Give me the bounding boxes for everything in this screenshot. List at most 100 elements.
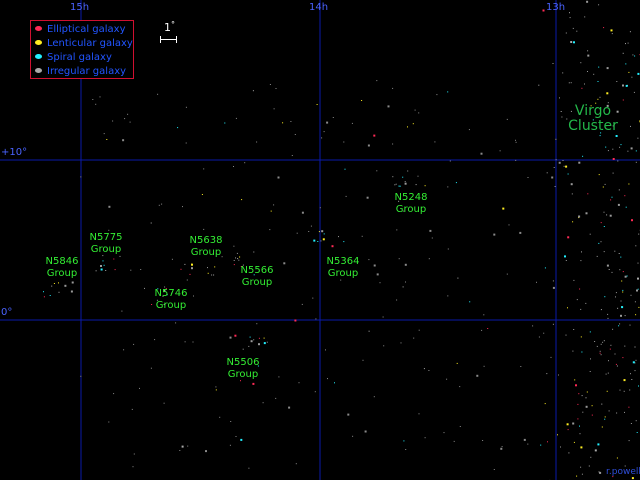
galaxy-point (626, 275, 628, 277)
galaxy-point (574, 379, 576, 381)
galaxy-point (565, 32, 567, 34)
group-label-n5566[interactable]: N5566 Group (241, 265, 274, 289)
galaxy-point (599, 135, 601, 137)
galaxy-point (631, 477, 634, 480)
galaxy-point (579, 288, 581, 290)
galaxy-point (317, 241, 319, 242)
galaxy-point (579, 425, 580, 427)
galaxy-point (180, 268, 182, 270)
galaxy-point (555, 159, 557, 161)
galaxy-point (144, 287, 145, 289)
galaxy-point (621, 280, 623, 282)
galaxy-point (598, 174, 600, 176)
galaxy-point (580, 446, 583, 449)
galaxy-point (124, 118, 126, 120)
galaxy-point (628, 440, 630, 442)
galaxy-point (257, 365, 259, 367)
galaxy-point (131, 408, 133, 410)
galaxy-point (321, 137, 323, 139)
galaxy-point (619, 146, 621, 148)
galaxy-point (192, 341, 194, 343)
group-name: N5638 (189, 235, 223, 246)
galaxy-point (593, 73, 595, 75)
galaxy-point (587, 50, 589, 52)
galaxy-point (95, 103, 97, 105)
group-label-n5638[interactable]: N5638 Group (190, 235, 223, 259)
galaxy-point (290, 121, 292, 122)
galaxy-point (629, 31, 631, 33)
galaxy-point (594, 341, 596, 342)
galaxy-point (578, 161, 581, 164)
galaxy-point (585, 212, 588, 215)
group-label-n5746[interactable]: N5746 Group (155, 288, 188, 312)
galaxy-point (599, 350, 601, 352)
galaxy-point (405, 449, 407, 450)
galaxy-point (233, 264, 235, 266)
galaxy-point (606, 92, 609, 95)
galaxy-point (569, 17, 571, 19)
galaxy-point (550, 356, 552, 358)
galaxy-point (567, 173, 569, 175)
galaxy-point (256, 323, 258, 325)
group-name: N5248 (394, 192, 428, 203)
galaxy-point (266, 341, 268, 343)
galaxy-point (499, 150, 501, 152)
group-name: N5775 (89, 232, 123, 243)
galaxy-point (638, 233, 640, 235)
galaxy-point (621, 306, 624, 309)
galaxy-point (573, 41, 575, 44)
galaxy-point (595, 102, 597, 104)
galaxy-point (527, 443, 529, 445)
galaxy-point (611, 271, 613, 273)
group-label-n5846[interactable]: N5846 Group (46, 256, 79, 280)
lenticular-galaxy-icon (35, 39, 42, 45)
galaxy-point (296, 232, 298, 234)
galaxy-point (587, 54, 590, 57)
galaxy-point (572, 350, 574, 352)
galaxy-point (315, 318, 317, 320)
galaxy-point (403, 210, 405, 212)
galaxy-point (424, 437, 426, 439)
galaxy-point (543, 332, 545, 334)
galaxy-point (326, 121, 329, 124)
galaxy-point (570, 82, 572, 84)
galaxy-point (404, 181, 406, 183)
group-label-n5248[interactable]: N5248 Group (395, 192, 428, 216)
galaxy-point (100, 265, 102, 267)
galaxy-point (395, 183, 397, 185)
group-label-n5506[interactable]: N5506 Group (227, 357, 260, 381)
galaxy-point (175, 322, 177, 324)
galaxy-point (376, 273, 379, 276)
galaxy-point (597, 443, 600, 446)
galaxy-point (186, 279, 188, 281)
galaxy-point (157, 288, 159, 290)
galaxy-point (392, 143, 394, 145)
galaxy-point (587, 193, 589, 195)
galaxy-point (560, 446, 561, 448)
galaxy-point (398, 258, 400, 260)
galaxy-point (184, 341, 186, 343)
galaxy-point (156, 299, 158, 301)
galaxy-point (252, 90, 254, 92)
galaxy-point (634, 370, 636, 372)
ra-label-15h: 15h (70, 2, 90, 13)
galaxy-point (606, 390, 608, 392)
group-label-n5364[interactable]: N5364 Group (327, 256, 360, 280)
galaxy-point (573, 329, 575, 330)
galaxy-point (562, 72, 564, 74)
galaxy-point (235, 257, 236, 259)
group-name: N5746 (154, 288, 188, 299)
spiral-galaxy-icon (35, 53, 42, 59)
legend-label: Lenticular galaxy (47, 38, 133, 49)
galaxy-point (570, 110, 572, 112)
galaxy-point (616, 365, 618, 367)
galaxy-point (561, 116, 563, 118)
galaxy-point (270, 210, 272, 212)
galaxy-point (637, 137, 639, 139)
galaxy-point (221, 256, 223, 258)
group-label-n5775[interactable]: N5775 Group (90, 232, 123, 256)
galaxy-point (319, 207, 321, 209)
galaxy-point (622, 291, 624, 293)
virgo-cluster-label[interactable]: Virgo Cluster (568, 104, 618, 134)
galaxy-point (51, 285, 53, 287)
